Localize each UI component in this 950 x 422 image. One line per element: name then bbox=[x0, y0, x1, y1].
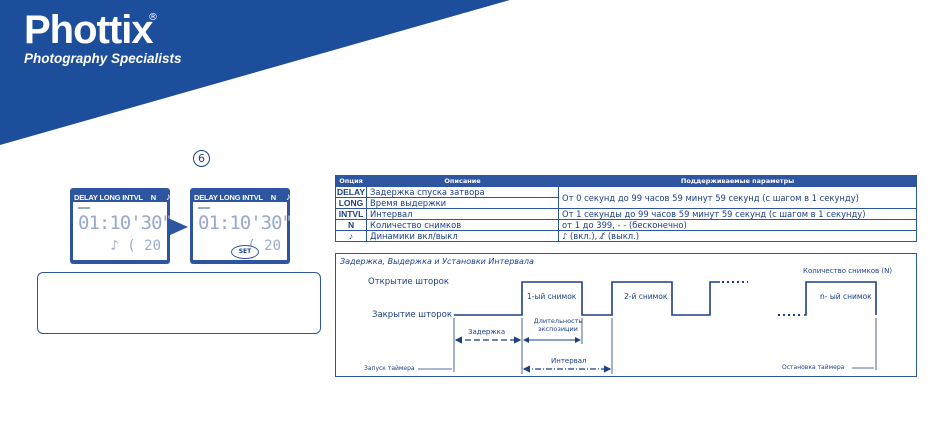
lcd-screen-after: DELAY LONG INTVL N ♪ 01:10'30" ( 20 SET bbox=[190, 188, 293, 264]
brand-tagline: Photography Specialists bbox=[24, 51, 182, 66]
timing-title: Задержка, Выдержка и Установки Интервала bbox=[340, 257, 534, 266]
registered-mark: ® bbox=[148, 12, 158, 23]
exposure-label: Длительность экспозиции bbox=[533, 317, 583, 333]
note-box bbox=[37, 272, 321, 334]
timer-start-label: Запуск таймера bbox=[364, 365, 415, 372]
lcd-labels: DELAY LONG INTVL N ♪ bbox=[74, 192, 171, 203]
table-header-row: Опция Описание Поддерживаемые параметры bbox=[334, 175, 917, 187]
lcd-display: 01:10'30" ( 20 SET bbox=[193, 202, 293, 260]
options-table: Опция Описание Поддерживаемые параметры … bbox=[334, 175, 917, 242]
header-params: Поддерживаемые параметры bbox=[558, 175, 917, 187]
pulse-label-1: 1-ый снимок bbox=[527, 292, 577, 301]
lcd-screen-before: DELAY LONG INTVL N ♪ 01:10'30" ♪ ( 20 bbox=[70, 188, 173, 264]
lcd-time: 01:10'30" bbox=[198, 212, 293, 234]
table-row: INTVL Интервал От 1 секунды до 99 часов … bbox=[334, 208, 917, 220]
header-description: Описание bbox=[366, 175, 560, 187]
brand-logo: Phottix Photography Specialists bbox=[24, 8, 182, 66]
table-row: DELAY Задержка спуска затвора От 0 секун… bbox=[334, 186, 917, 209]
table-row: LONG Время выдержки bbox=[334, 197, 917, 209]
header-banner: Phottix Photography Specialists ® bbox=[0, 0, 950, 150]
lcd-display: 01:10'30" ♪ ( 20 bbox=[73, 202, 173, 260]
speaker-icon: ♪ bbox=[285, 192, 291, 203]
brand-name: Phottix bbox=[24, 8, 154, 52]
cursor-bar bbox=[198, 207, 210, 209]
merged-params-cell: От 0 секунд до 99 часов 59 минут 59 секу… bbox=[558, 186, 917, 209]
shutter-open-label: Открытие шторок bbox=[368, 277, 449, 287]
arrow-right-icon bbox=[168, 218, 188, 236]
pulse-label-2: 2-й снимок bbox=[624, 292, 668, 301]
timer-stop-label: Остановка таймера bbox=[782, 364, 845, 371]
cursor-bar bbox=[78, 207, 90, 209]
interval-label: Интервал bbox=[551, 357, 587, 365]
timing-diagram: Задержка, Выдержка и Установки Интервала… bbox=[335, 253, 917, 377]
lcd-count: ♪ ( 20 bbox=[110, 238, 161, 254]
set-button-indicator: SET bbox=[231, 245, 259, 259]
header-option: Опция bbox=[334, 175, 368, 187]
delay-label: Задержка bbox=[468, 328, 506, 336]
shutter-close-label: Закрытие шторок bbox=[372, 310, 452, 320]
lcd-labels: DELAY LONG INTVL N ♪ bbox=[194, 192, 291, 203]
speaker-icon: ♪ bbox=[334, 230, 368, 242]
speaker-icon: ♪ bbox=[165, 192, 171, 203]
timing-waveform bbox=[418, 281, 877, 374]
banner-shape bbox=[0, 0, 510, 145]
step-number: 6 bbox=[193, 150, 210, 167]
lcd-time: 01:10'30" bbox=[78, 212, 173, 234]
shot-count-label: Количество снимков (N) bbox=[803, 267, 893, 275]
table-row: ♪ Динамики вкл/выкл ♪ (вкл.), ♪̸ (выкл.) bbox=[334, 230, 917, 242]
table-row: N Количество снимков от 1 до 399, - - (б… bbox=[334, 219, 917, 231]
pulse-label-n: n- ый снимок bbox=[820, 292, 872, 301]
